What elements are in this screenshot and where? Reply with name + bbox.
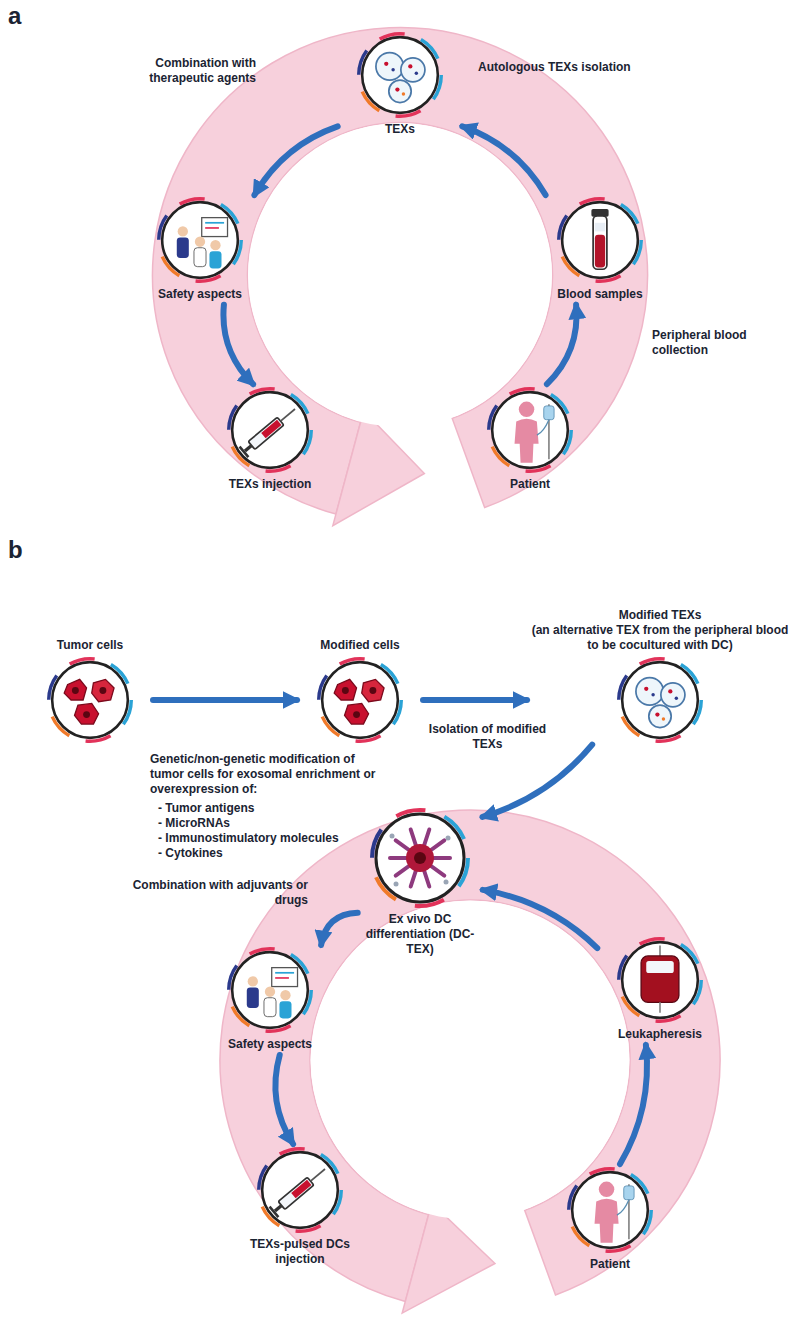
ring-band — [153, 28, 648, 515]
list-item: - Cytokines — [158, 846, 223, 861]
list-item: - Tumor antigens — [158, 801, 254, 816]
icon-wrap — [227, 947, 313, 1033]
icon-wrap — [557, 197, 643, 283]
ring-arrowhead — [402, 1203, 495, 1313]
icon-circle — [617, 657, 703, 743]
icon-circle — [487, 387, 573, 473]
icon-circle — [557, 197, 643, 283]
edge-label: Isolation of modified TEXs — [425, 722, 550, 752]
panel-letter: a — [8, 2, 21, 30]
edge-label: Genetic/non-genetic modification of tumo… — [150, 752, 385, 797]
node-title: Modified TEXs — [619, 608, 702, 623]
icon-wrap — [617, 937, 703, 1023]
step-node: Modified cells — [300, 638, 420, 743]
icon-circle — [317, 657, 403, 743]
step-node: Patient — [470, 387, 590, 492]
node-title: Safety aspects — [228, 1037, 312, 1052]
node-title: TEXs injection — [229, 477, 312, 492]
flow-arrow — [223, 305, 253, 384]
flow-arrow — [462, 126, 545, 195]
node-title: TEXs — [385, 122, 415, 137]
node-title: Blood samples — [557, 287, 642, 302]
icon-circle — [567, 1167, 653, 1253]
icon-circle — [227, 947, 313, 1033]
ring-hole — [311, 901, 630, 1220]
flow-arrow — [483, 890, 598, 948]
icon-wrap — [257, 1147, 343, 1233]
icon-wrap — [357, 32, 443, 118]
panel-letter: b — [8, 536, 23, 564]
step-node: Safety aspects — [140, 197, 260, 302]
step-node: Leukapheresis — [600, 937, 720, 1042]
flow-arrow — [483, 745, 593, 817]
node-title: TEXs-pulsed DCs injection — [235, 1237, 365, 1267]
icon-circle — [357, 32, 443, 118]
icon-wrap — [157, 197, 243, 283]
node-title: Tumor cells — [57, 638, 123, 653]
icon-circle — [227, 387, 313, 473]
node-subtitle: (an alternative TEX from the peripheral … — [530, 623, 790, 653]
step-node: TEXs injection — [210, 387, 330, 492]
step-node: Ex vivo DC differentiation (DC-TEX) — [360, 808, 480, 957]
flow-arrow — [620, 1045, 647, 1164]
edge-label: Combination with therapeutic agents — [96, 56, 256, 86]
edge-label: Autologous TEXs isolation — [478, 60, 668, 75]
flow-arrow — [321, 913, 358, 945]
step-node: Tumor cells — [30, 638, 150, 743]
icon-circle — [157, 197, 243, 283]
icon-wrap — [487, 387, 573, 473]
ring-arrowhead — [333, 411, 425, 526]
flow-arrow — [423, 697, 527, 703]
step-node: Blood samples — [540, 197, 660, 302]
icon-wrap — [567, 1167, 653, 1253]
icon-circle — [370, 808, 470, 908]
step-node: Modified TEXs(an alternative TEX from th… — [530, 608, 790, 743]
node-title: Safety aspects — [158, 287, 242, 302]
icon-circle — [257, 1147, 343, 1233]
icon-wrap — [317, 657, 403, 743]
edge-label: Peripheral blood collection — [652, 328, 787, 358]
flow-arrow — [547, 305, 577, 384]
icon-wrap — [617, 657, 703, 743]
icon-circle — [47, 657, 133, 743]
edge-label: Combination with adjuvants or drugs — [108, 878, 308, 908]
icon-wrap — [47, 657, 133, 743]
step-node: Safety aspects — [210, 947, 330, 1052]
flow-arrow — [153, 697, 297, 703]
ring-hole — [248, 123, 552, 427]
flow-arrow — [275, 1055, 293, 1144]
step-node: TEXs-pulsed DCs injection — [235, 1147, 365, 1267]
icon-wrap — [370, 808, 470, 908]
step-node: Patient — [550, 1167, 670, 1272]
icon-circle — [617, 937, 703, 1023]
icon-wrap — [227, 387, 313, 473]
step-node: TEXs — [340, 32, 460, 137]
flow-arrow — [254, 126, 337, 195]
node-title: Ex vivo DC differentiation (DC-TEX) — [360, 912, 480, 957]
node-title: Leukapheresis — [618, 1027, 702, 1042]
list-item: - Immunostimulatory molecules — [158, 831, 339, 846]
node-title: Patient — [590, 1257, 630, 1272]
list-item: - MicroRNAs — [158, 816, 230, 831]
node-title: Patient — [510, 477, 550, 492]
node-title: Modified cells — [320, 638, 399, 653]
